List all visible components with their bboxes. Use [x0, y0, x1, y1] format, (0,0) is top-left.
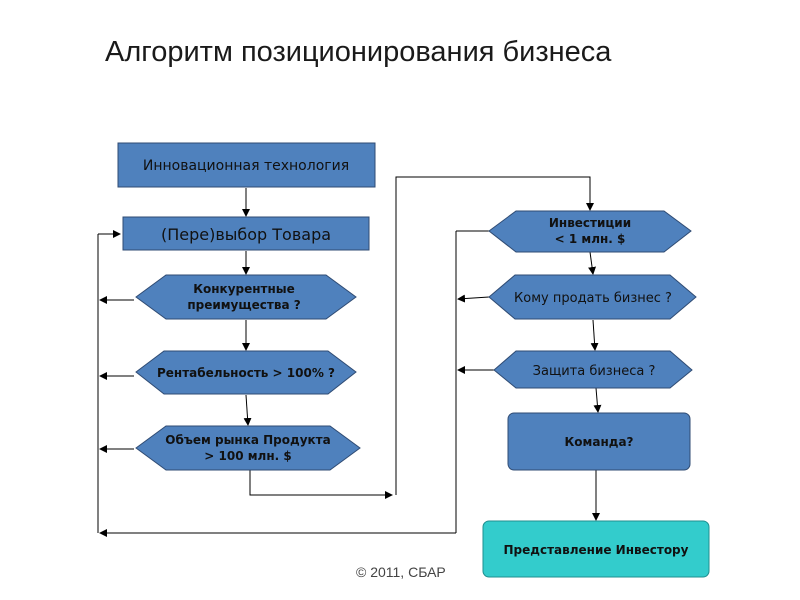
arrow-up-to-investment — [395, 176, 594, 495]
slide-title: Алгоритм позиционирования бизнеса — [105, 36, 612, 68]
node-sell-to: Кому продать бизнес ? — [488, 274, 697, 320]
node-product-choice: (Пере)выбор Товара — [122, 216, 370, 251]
svg-text:преимущества ?: преимущества ? — [187, 298, 300, 312]
feedback-from-sell — [457, 294, 490, 303]
svg-text:Конкурентные: Конкурентные — [193, 282, 295, 296]
footer-copyright: © 2011, СБАР — [356, 564, 446, 580]
node-team: Команда? — [507, 412, 691, 471]
svg-text:Представление Инвестору: Представление Инвестору — [504, 543, 689, 557]
svg-text:Объем рынка Продукта: Объем рынка Продукта — [165, 433, 330, 447]
node-market: Объем рынка Продукта > 100 млн. $ — [135, 425, 361, 471]
svg-text:Рентабельность > 100% ?: Рентабельность > 100% ? — [157, 366, 335, 380]
node-investment: Инвестиции < 1 млн. $ — [488, 210, 692, 253]
node-competitive: Конкурентные преимущества ? — [135, 274, 357, 320]
arrow-sell-to-protection — [590, 319, 599, 351]
node-profitability: Рентабельность > 100% ? — [135, 350, 357, 395]
svg-text:(Пере)выбор Товара: (Пере)выбор Товара — [161, 225, 331, 244]
arrow-protection-to-team — [593, 387, 602, 413]
arrow-profit-to-market — [243, 394, 252, 426]
connectors — [97, 176, 602, 537]
arrow-market-to-right-column — [249, 470, 393, 499]
svg-text:Инновационная технология: Инновационная технология — [143, 158, 349, 174]
svg-text:Команда?: Команда? — [565, 435, 634, 449]
svg-text:< 1 млн. $: < 1 млн. $ — [555, 232, 626, 246]
svg-text:Защита бизнеса ?: Защита бизнеса ? — [533, 364, 656, 379]
svg-text:> 100 млн. $: > 100 млн. $ — [204, 449, 291, 463]
node-investor-presentation: Представление Инвестору — [482, 520, 710, 578]
node-protection: Защита бизнеса ? — [493, 350, 693, 389]
svg-text:Кому продать бизнес ?: Кому продать бизнес ? — [514, 291, 672, 306]
arrow-investment-to-sell — [588, 251, 597, 275]
node-innovation: Инновационная технология — [117, 142, 376, 188]
svg-text:Инвестиции: Инвестиции — [549, 216, 631, 230]
